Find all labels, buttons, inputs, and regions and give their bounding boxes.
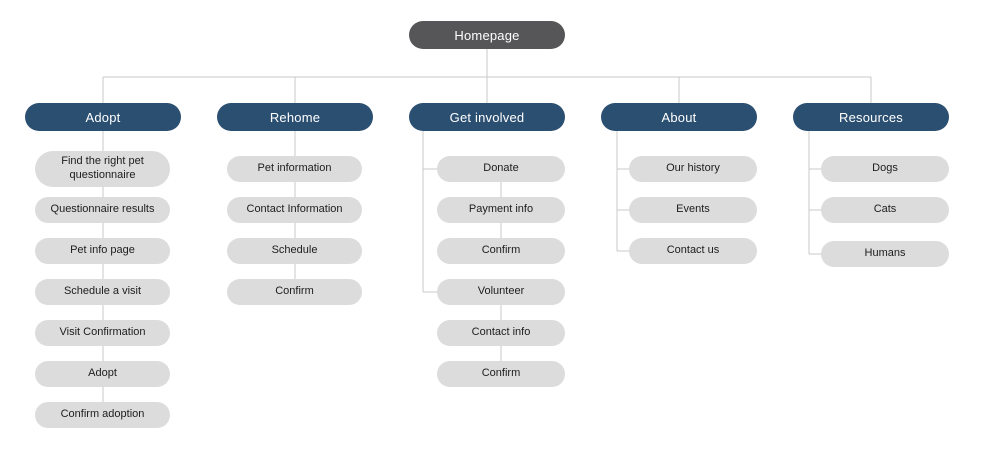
section-rehome[interactable]: Rehome xyxy=(217,103,373,131)
connector-resources-branch xyxy=(808,131,821,255)
page-contact-us[interactable]: Contact us xyxy=(629,238,757,264)
page-contact-info[interactable]: Contact info xyxy=(437,320,565,346)
page-questionnaire-results[interactable]: Questionnaire results xyxy=(35,197,170,223)
page-adopt[interactable]: Adopt xyxy=(35,361,170,387)
page-volunteer[interactable]: Volunteer xyxy=(437,279,565,305)
page-events[interactable]: Events xyxy=(629,197,757,223)
section-get-involved[interactable]: Get involved xyxy=(409,103,565,131)
page-our-history[interactable]: Our history xyxy=(629,156,757,182)
section-adopt[interactable]: Adopt xyxy=(25,103,181,131)
connector-get-involved-branch xyxy=(422,131,502,361)
page-payment-info[interactable]: Payment info xyxy=(437,197,565,223)
page-find-the-right-pet-questionnaire[interactable]: Find the right pet questionnaire xyxy=(35,151,170,187)
page-volunteer-confirm[interactable]: Confirm xyxy=(437,361,565,387)
page-confirm-adoption[interactable]: Confirm adoption xyxy=(35,402,170,428)
page-pet-information[interactable]: Pet information xyxy=(227,156,362,182)
page-dogs[interactable]: Dogs xyxy=(821,156,949,182)
page-humans[interactable]: Humans xyxy=(821,241,949,267)
page-rehome-confirm[interactable]: Confirm xyxy=(227,279,362,305)
node-homepage[interactable]: Homepage xyxy=(409,21,565,49)
page-visit-confirmation[interactable]: Visit Confirmation xyxy=(35,320,170,346)
page-pet-info-page[interactable]: Pet info page xyxy=(35,238,170,264)
page-contact-information[interactable]: Contact Information xyxy=(227,197,362,223)
page-donate-confirm[interactable]: Confirm xyxy=(437,238,565,264)
page-donate[interactable]: Donate xyxy=(437,156,565,182)
connector-about-branch xyxy=(616,131,629,252)
page-schedule-a-visit[interactable]: Schedule a visit xyxy=(35,279,170,305)
page-cats[interactable]: Cats xyxy=(821,197,949,223)
page-schedule[interactable]: Schedule xyxy=(227,238,362,264)
section-about[interactable]: About xyxy=(601,103,757,131)
connector-section-drops xyxy=(102,49,872,103)
section-resources[interactable]: Resources xyxy=(793,103,949,131)
